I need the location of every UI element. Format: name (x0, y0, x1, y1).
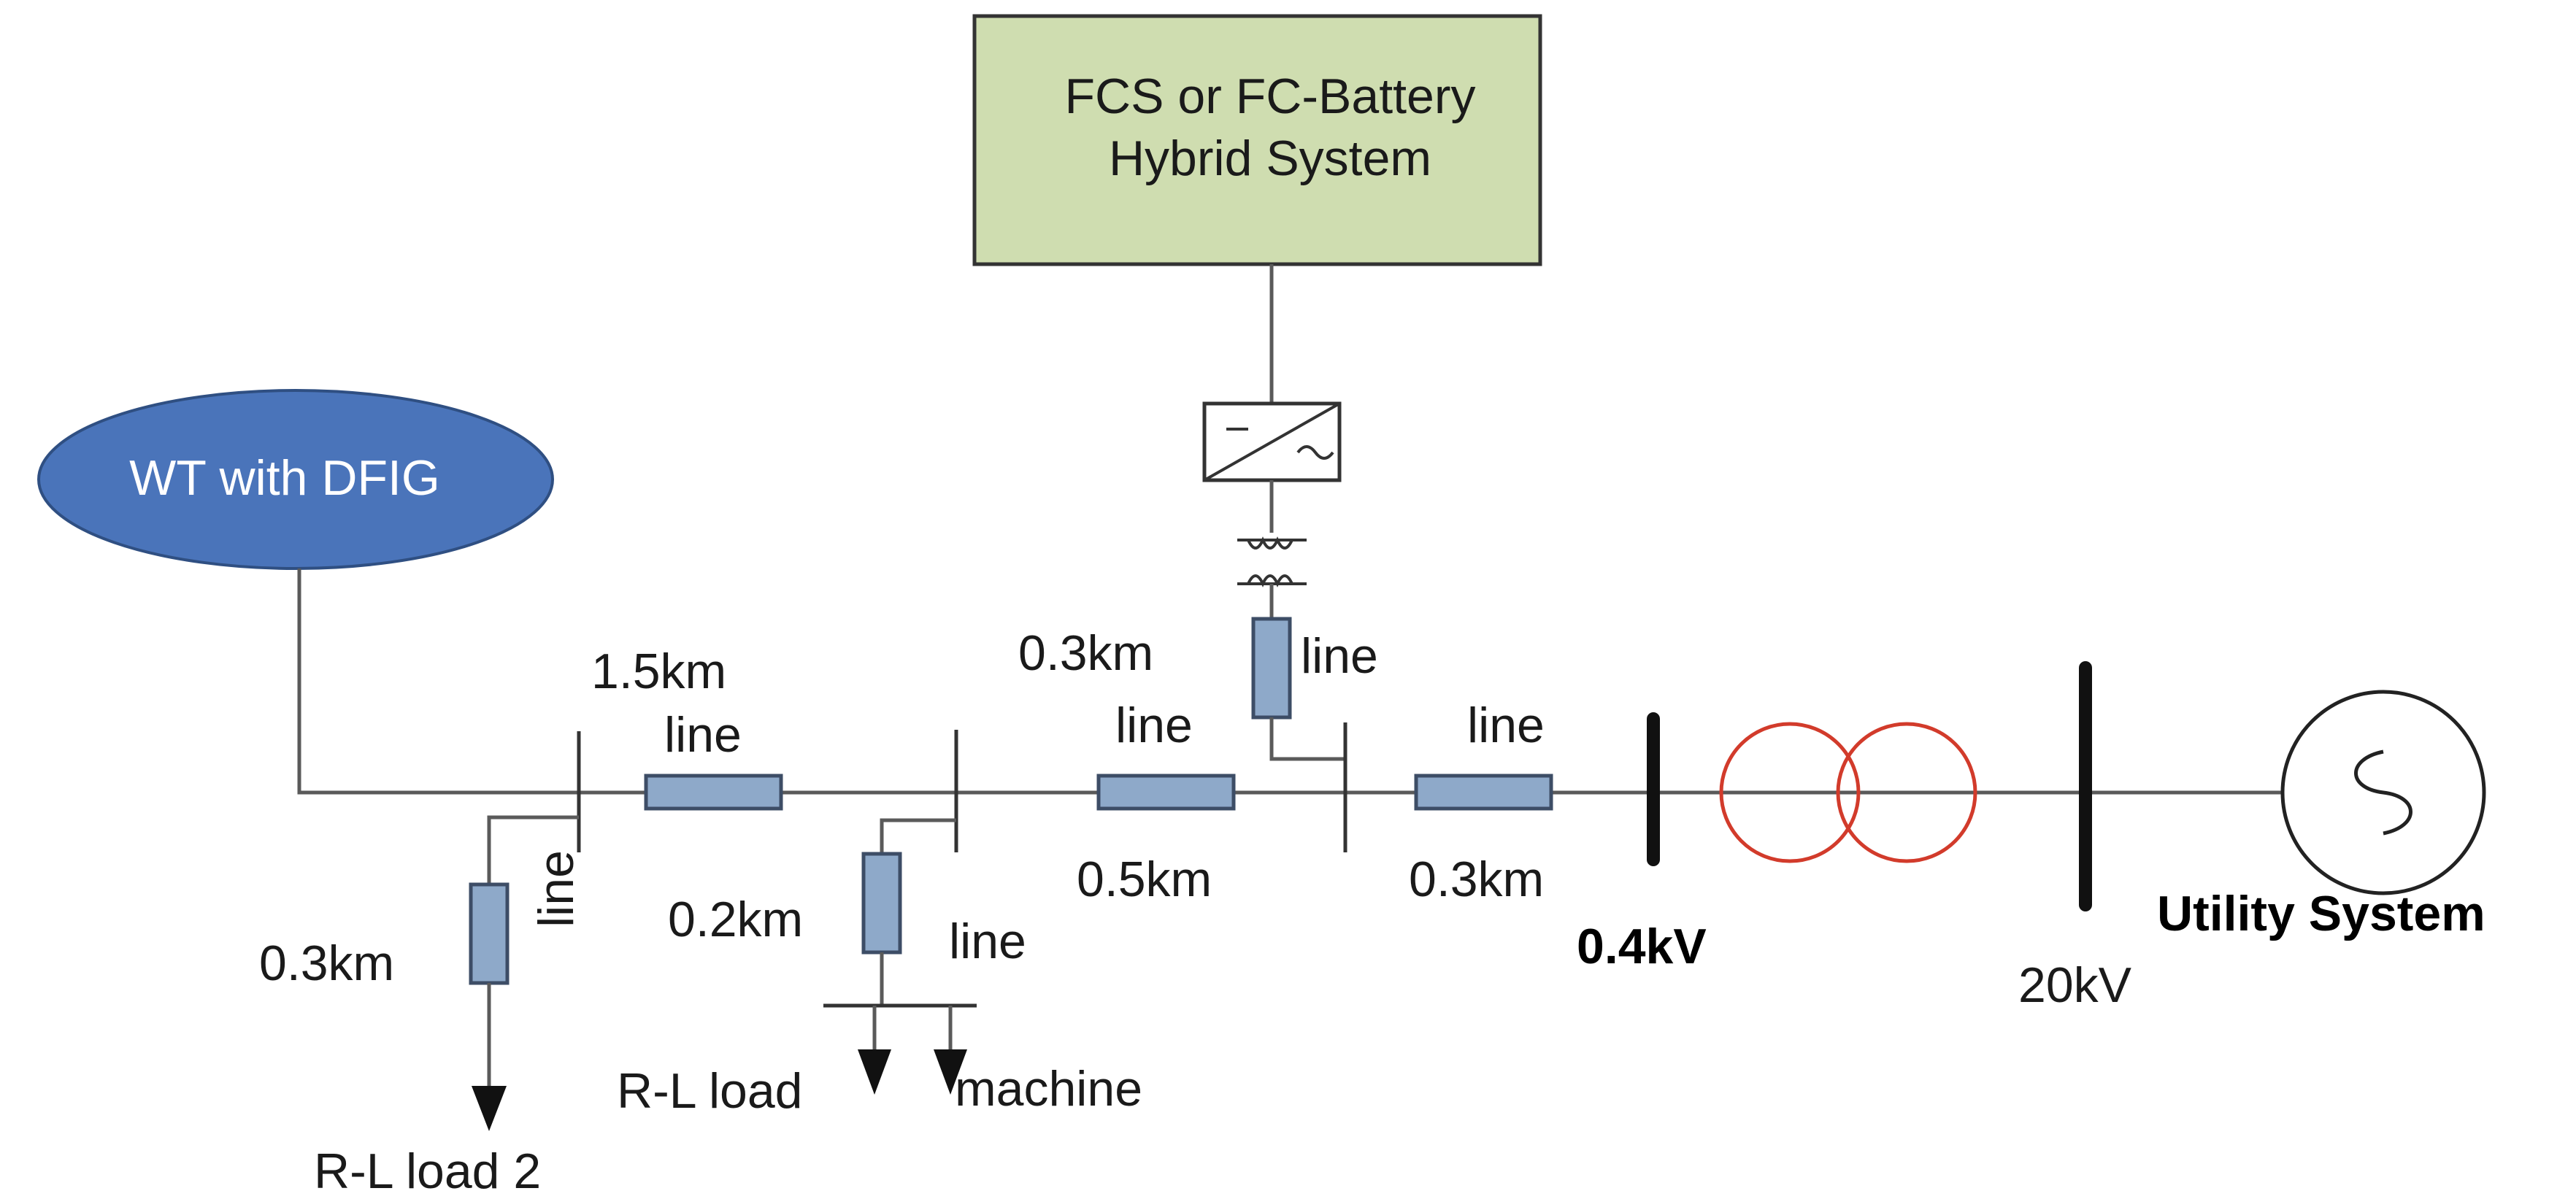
wind-turbine-label: WT with DFIG (129, 450, 440, 506)
fc-system-block: FCS or FC-Battery Hybrid System (972, 14, 1542, 266)
fc-system-label-line2: Hybrid System (1109, 131, 1431, 186)
fc-branch-line-label: line (1301, 628, 1378, 684)
line-2-resistor (1096, 774, 1236, 811)
wind-turbine-block: WT with DFIG (37, 389, 554, 570)
utility-label: Utility System (2157, 886, 2485, 941)
main-transformer-icon (1719, 722, 1977, 863)
load2-label: R-L load 2 (314, 1144, 541, 1199)
load1-branch-line-resistor (861, 852, 902, 955)
load2-branch-line-resistor (469, 882, 510, 985)
fc-branch-length-label: 0.3km (1018, 625, 1153, 681)
load1-branch-name-label: line (949, 914, 1026, 969)
load2-branch-wire-upper (487, 815, 579, 884)
load1-branch-length-label: 0.2km (668, 892, 803, 947)
utility-source-icon (2280, 690, 2486, 895)
machine-label: machine (955, 1061, 1142, 1117)
line-2-name-label: line (1115, 698, 1193, 753)
high-voltage-label: 20kV (2018, 957, 2132, 1013)
line-3-name-label: line (1467, 698, 1545, 753)
load1-branch-wire-upper (880, 818, 956, 854)
rl-load-label: R-L load (617, 1063, 803, 1119)
load2-branch-length-label: 0.3km (259, 936, 394, 991)
load2-branch-name-label: line (528, 850, 584, 928)
fc-system-label-line1: FCS or FC-Battery (1065, 69, 1476, 124)
rl-load-arrow-icon (858, 1049, 891, 1095)
coupling-transformer-icon (1237, 536, 1307, 587)
line-1-length-label: 1.5km (591, 644, 726, 699)
dc-ac-converter-icon (1202, 401, 1342, 482)
wt-feeder-wire (297, 568, 839, 795)
low-voltage-label: 0.4kV (1577, 919, 1707, 974)
line-3-resistor (1414, 774, 1553, 811)
machine-arrow-icon (934, 1049, 967, 1095)
fc-branch-line-resistor (1251, 617, 1292, 720)
line-1-name-label: line (664, 707, 742, 763)
line-1-resistor (644, 774, 783, 811)
line-2-length-label: 0.5km (1077, 852, 1212, 907)
load2-arrow-icon (472, 1086, 507, 1131)
fc-branch-wire-lower (1269, 717, 1345, 761)
line-3-length-label: 0.3km (1409, 852, 1544, 907)
